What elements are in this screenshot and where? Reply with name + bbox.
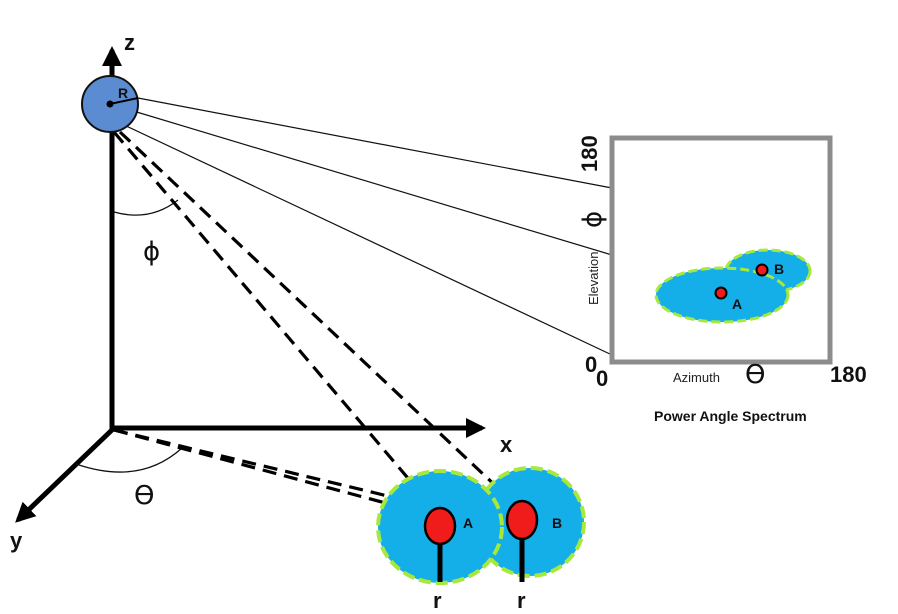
ray-receiver-to-a [112, 130, 437, 512]
cluster-b-label: B [774, 261, 784, 277]
receiver-label: R [118, 85, 128, 101]
cluster-b-point [755, 263, 769, 277]
y-axis [15, 426, 116, 523]
plot-caption: Power Angle Spectrum [654, 408, 807, 424]
y-axis-title: Elevation [586, 252, 601, 305]
ray-origin-to-b [113, 428, 393, 499]
y-axis-symbol: ϕ [578, 211, 608, 228]
y-max-tick-label: 180 [577, 135, 602, 172]
x-min-tick-label: 0 [596, 366, 608, 391]
projection-lines [121, 97, 613, 356]
y-axis-label: y [10, 528, 23, 553]
dashed-rays [112, 130, 502, 517]
projection-line-middle [129, 109, 613, 256]
receiver-radius-line [109, 97, 139, 105]
azimuth-angle-arc [75, 447, 183, 473]
receiver: R [81, 75, 139, 133]
elevation-angle-symbol: ϕ [143, 237, 160, 267]
cluster-a-label: A [732, 296, 742, 312]
x-axis-label: x [500, 432, 513, 457]
projection-line-bottom [121, 123, 613, 356]
scatterer-b: B r [474, 466, 586, 613]
scatterer-a-point [423, 506, 457, 546]
z-axis-label: z [124, 30, 135, 55]
cluster-a-point [714, 286, 728, 300]
plot-frame [609, 135, 833, 365]
scatterer-b-point [505, 499, 539, 541]
scatterer-b-label: B [552, 515, 562, 531]
x-axis-symbol: ϴ [745, 360, 765, 390]
receiver-center-dot [106, 100, 114, 108]
scatterer-a: A r [376, 469, 504, 613]
projection-line-top [137, 97, 613, 189]
elevation-angle-arc [113, 199, 179, 216]
y-min-tick-label: 0 [585, 352, 597, 377]
x-max-tick-label: 180 [830, 362, 867, 387]
scatterer-a-label: A [463, 515, 473, 531]
power-angle-spectrum-plot: A B 180 0 0 180 Elevation ϕ Azimuth ϴ Po… [577, 135, 867, 424]
azimuth-angle-symbol: ϴ [134, 481, 154, 511]
scatterer-a-rod-label: r [433, 588, 442, 613]
ray-receiver-to-b [118, 130, 502, 492]
scatterer-b-rod-label: r [517, 588, 526, 613]
x-axis-title: Azimuth [673, 370, 720, 385]
